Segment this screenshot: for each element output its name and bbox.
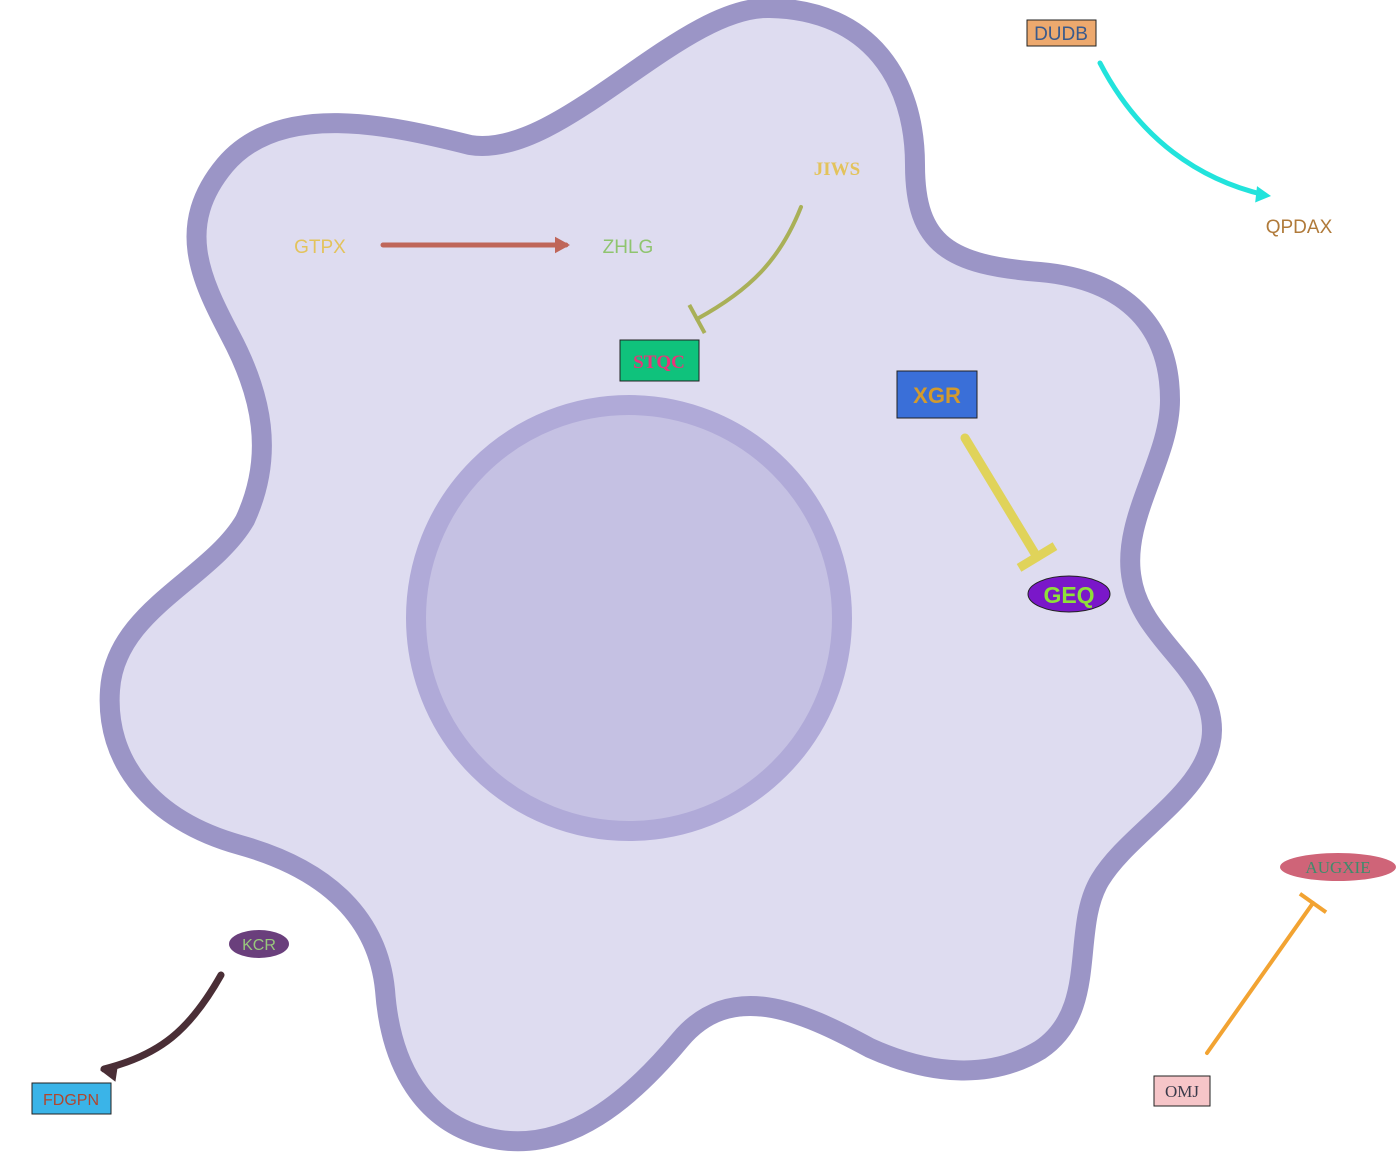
geq-label: GEQ [1043, 582, 1094, 608]
nucleus [406, 395, 852, 841]
augxie-label: AUGXIE [1305, 858, 1370, 877]
edge-dudb-qpdax [1097, 60, 1271, 203]
arrowhead [1255, 186, 1271, 203]
arrowhead [100, 1063, 119, 1082]
fdgpn-box[interactable] [31, 1082, 112, 1115]
xgr-label: XGR [913, 383, 961, 408]
edge-kcr-fdgpn [100, 971, 225, 1082]
dudb-box[interactable] [1026, 19, 1097, 47]
stqc-box[interactable] [619, 339, 700, 382]
augxie-ellipse[interactable] [1280, 853, 1396, 881]
edges [100, 60, 1328, 1082]
gtpx-label: GTPX [294, 237, 346, 258]
kcr-label: KCR [242, 937, 276, 954]
edge-xgr-geq [960, 433, 1058, 572]
edge-jiws-stqc [687, 205, 803, 334]
inhibition-bar [1298, 892, 1328, 914]
dudb-label: DUDB [1034, 24, 1088, 45]
xgr-box[interactable] [896, 370, 978, 419]
geq-ellipse[interactable] [1027, 575, 1111, 613]
zhlg-label: ZHLG [603, 237, 654, 258]
jiws-label: JIWS [814, 159, 860, 180]
omj-box[interactable] [1153, 1075, 1211, 1107]
stqc-label: STQC [633, 352, 685, 373]
inhibition-bar [687, 304, 707, 334]
inhibition-bar [1016, 542, 1058, 572]
edge-gtpx-zhlg [380, 236, 570, 254]
arrowhead [555, 236, 570, 254]
kcr-ellipse[interactable] [229, 930, 289, 958]
qpdax-label: QPDAX [1266, 217, 1333, 238]
edge-omj-augxie [1205, 892, 1328, 1055]
fdgpn-label: FDGPN [43, 1092, 99, 1109]
omj-label: OMJ [1165, 1082, 1199, 1101]
